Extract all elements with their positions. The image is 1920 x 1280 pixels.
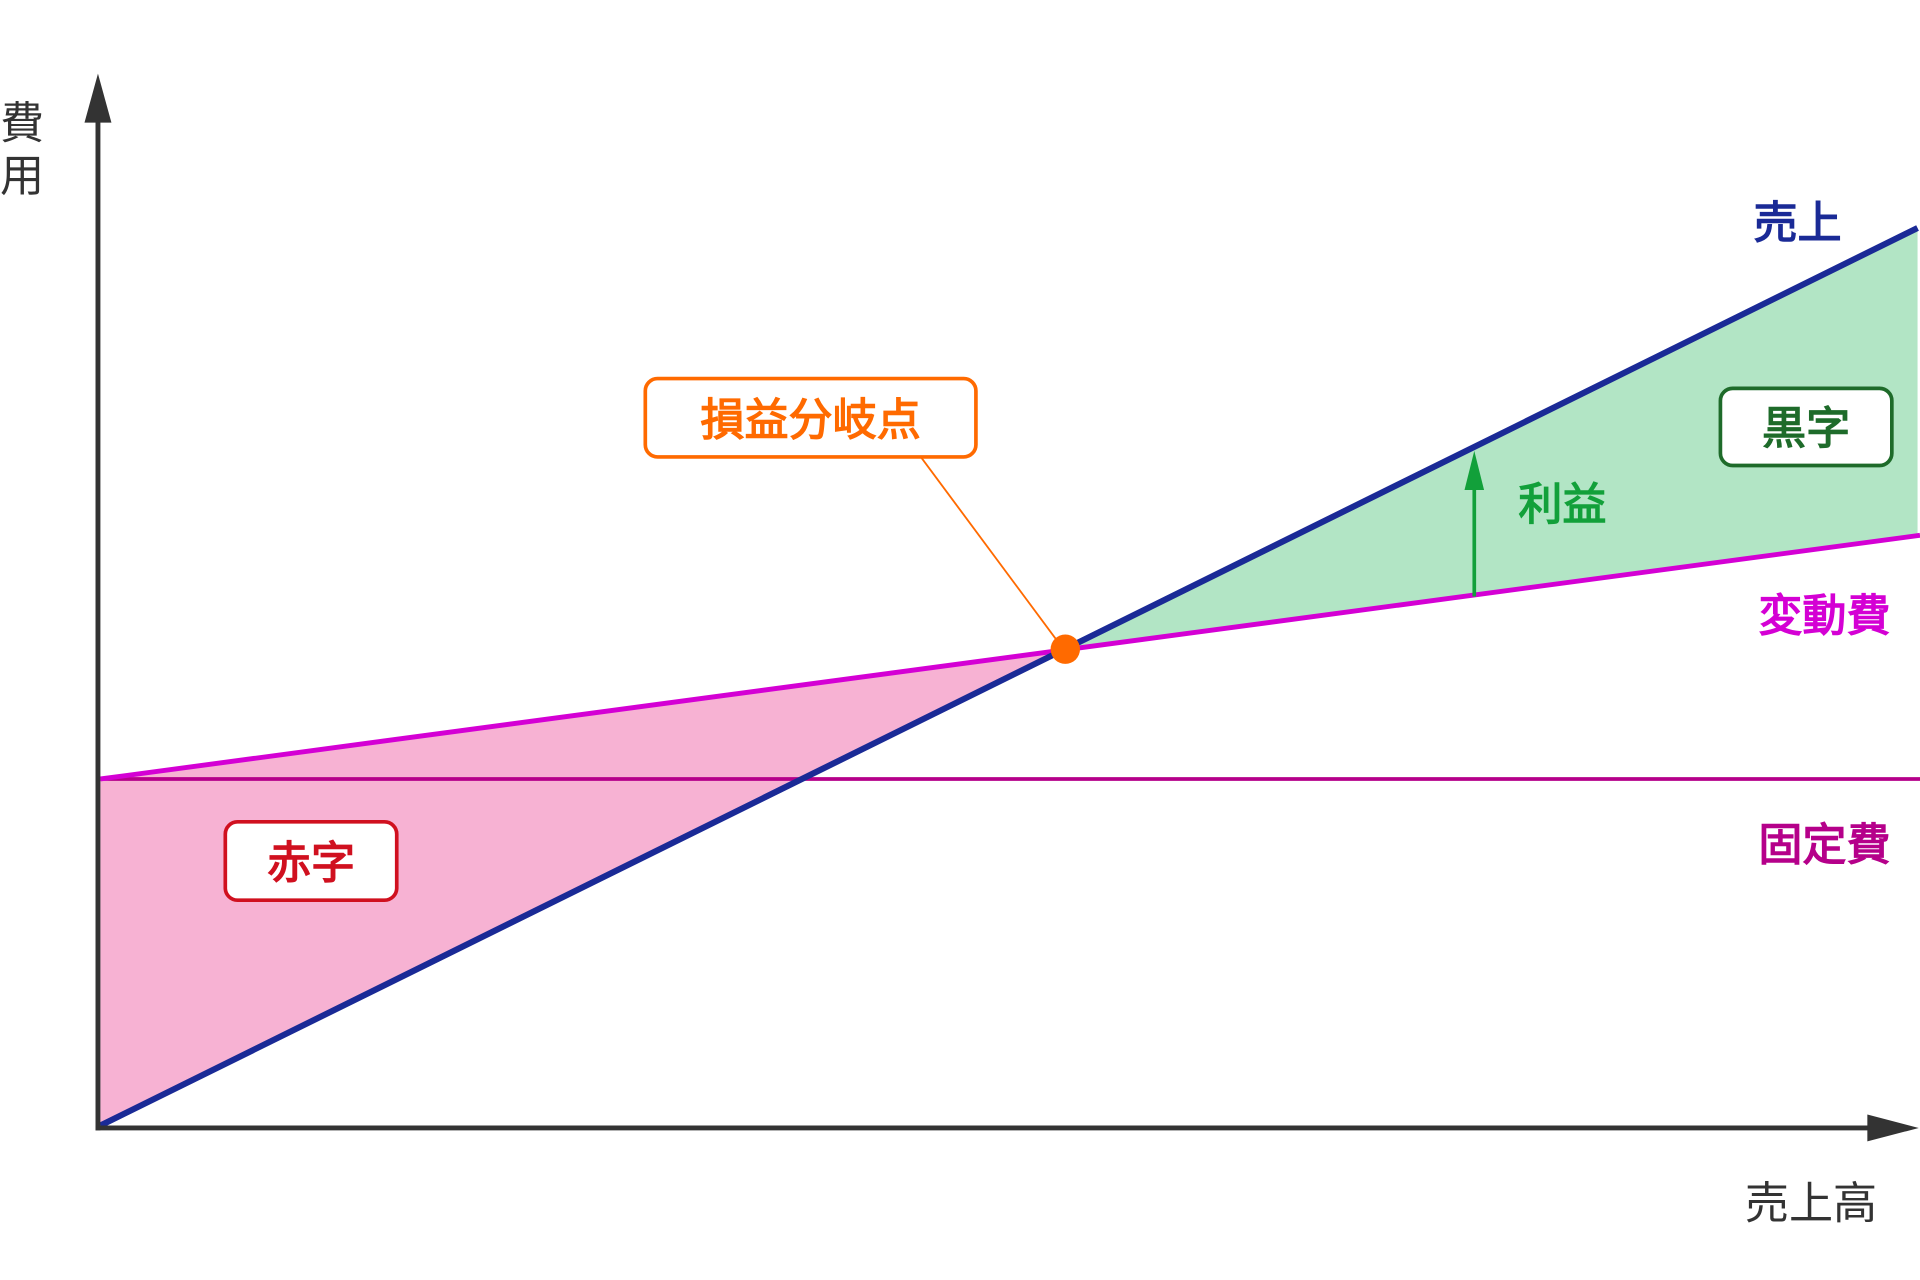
break-even-leader-line [920, 456, 1059, 643]
break-even-box [643, 376, 978, 459]
y-axis-label-2: 用 [0, 151, 44, 202]
loss-zone-box [223, 820, 399, 903]
sales-line [99, 225, 1919, 1129]
profit-zone-box [1718, 386, 1894, 468]
break-even-point [1050, 634, 1080, 664]
x-axis-arrow-icon [1867, 1114, 1919, 1142]
variable-cost-label: 変動費 [1758, 591, 1890, 642]
variable-cost-line [100, 532, 1920, 782]
x-axis-label: 売上高 [1745, 1179, 1877, 1230]
sales-label: 売上 [1753, 198, 1841, 249]
profit-label: 利益 [1518, 479, 1606, 530]
fixed-cost-label: 固定費 [1758, 820, 1890, 871]
profit-arrow-head-icon [1464, 450, 1485, 490]
profit-zone-label: 黒字 [1762, 403, 1850, 454]
y-axis-label-1: 費 [0, 99, 44, 150]
y-axis-arrow-icon [84, 73, 112, 123]
break-even-label: 損益分岐点 [700, 395, 920, 446]
loss-zone-label: 赤字 [267, 838, 355, 889]
